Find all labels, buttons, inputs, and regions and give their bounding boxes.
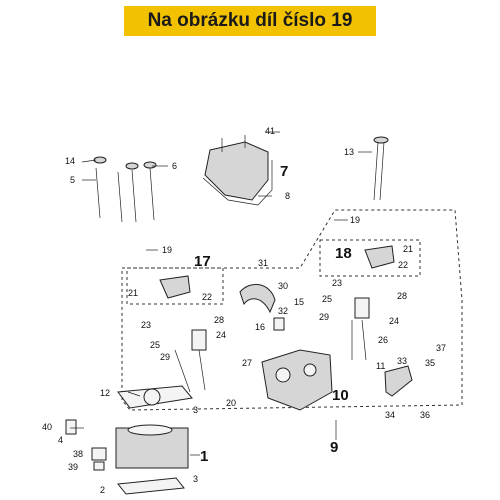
fitting-38 [91,447,107,461]
label-10: 10 [332,387,349,404]
label-35: 35 [425,358,435,368]
cylinder-block [115,427,189,469]
label-23-left: 23 [141,320,151,330]
label-7: 7 [280,163,288,180]
label-3-upper: 3 [193,405,198,415]
label-33: 33 [397,356,407,366]
label-27: 27 [242,358,252,368]
label-19-right: 19 [350,215,360,225]
label-30: 30 [278,281,288,291]
valve-cover [204,141,269,201]
fitting-39 [93,461,105,471]
valves-left [174,329,207,393]
rocker-arm-18 [364,245,395,269]
label-5: 5 [70,175,75,185]
label-37: 37 [436,343,446,353]
label-28-right: 28 [397,291,407,301]
label-29-left: 29 [160,352,170,362]
label-38: 38 [73,449,83,459]
label-21-right: 21 [403,244,413,254]
label-36: 36 [420,410,430,420]
label-22-left: 22 [202,292,212,302]
label-8: 8 [285,191,290,201]
label-23-right: 23 [332,278,342,288]
label-39: 39 [68,462,78,472]
chain-tensioner [384,365,413,397]
plug-32 [273,317,285,331]
valves-right [351,297,370,361]
label-2: 2 [100,485,105,495]
label-32: 32 [278,306,288,316]
label-20: 20 [226,398,236,408]
cylinder-studs [93,156,157,223]
label-19-left: 19 [162,245,172,255]
label-25-right: 25 [322,294,332,304]
base-gasket [117,477,185,495]
cylinder-head-assembly-boundary [121,209,463,411]
label-9: 9 [330,439,338,456]
label-15: 15 [294,297,304,307]
label-3-lower: 3 [193,474,198,484]
label-41: 41 [265,126,275,136]
rocker-group-18-boundary [319,239,421,277]
leader-lines [70,131,372,456]
label-29-right: 29 [319,312,329,322]
label-26: 26 [378,335,388,345]
label-28-left: 28 [214,315,224,325]
valve-cover-gasket [202,160,273,206]
label-12: 12 [100,388,110,398]
long-bolt [373,136,389,201]
label-21-left: 21 [128,288,138,298]
label-40: 40 [42,422,52,432]
intake-tube [239,284,276,314]
cylinder-head [261,349,333,411]
rocker-group-17-boundary [126,267,224,305]
label-25-left: 25 [150,340,160,350]
label-31: 31 [258,258,268,268]
label-6: 6 [172,161,177,171]
label-18: 18 [335,245,352,262]
label-34: 34 [385,410,395,420]
label-1: 1 [200,448,208,465]
part-number-banner: Na obrázku díl číslo 19 [124,6,376,36]
fitting-40 [65,419,77,435]
label-17: 17 [194,253,211,270]
label-14: 14 [65,156,75,166]
label-24-left: 24 [216,330,226,340]
label-4: 4 [58,435,63,445]
label-22-right: 22 [398,260,408,270]
label-13: 13 [344,147,354,157]
label-11: 11 [376,361,385,371]
label-16: 16 [255,322,265,332]
rocker-arm-17 [159,275,191,299]
label-24-right: 24 [389,316,399,326]
